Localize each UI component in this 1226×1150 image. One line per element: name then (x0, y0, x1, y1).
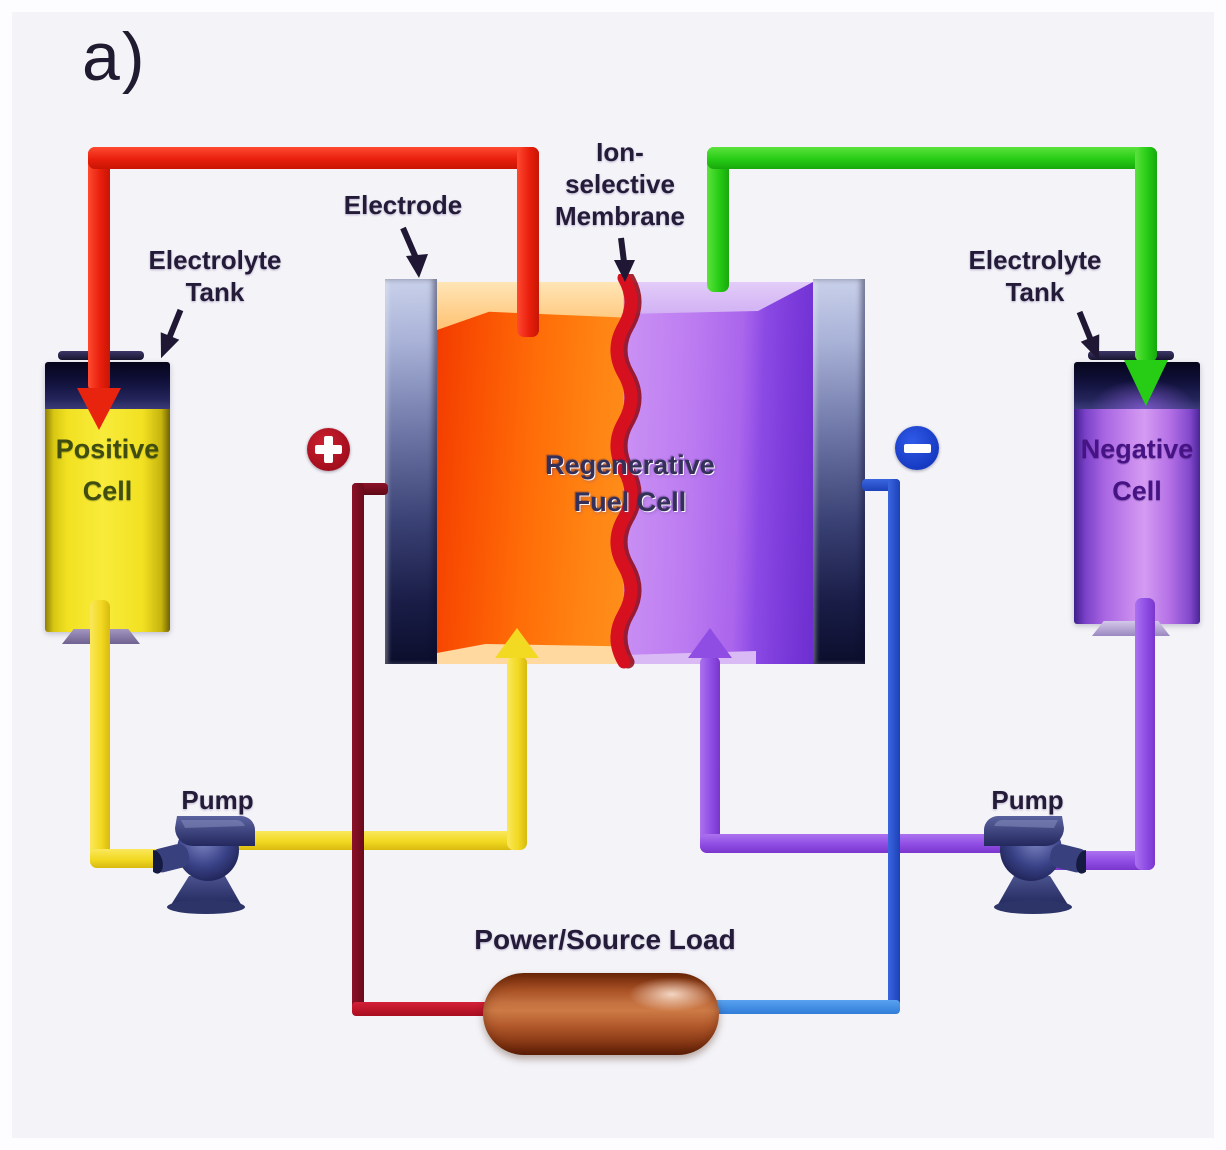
red-pipe-vertical-right (517, 147, 539, 337)
left-pump-icon (153, 816, 255, 914)
purple-pipe-tank-vertical (1135, 598, 1155, 870)
green-pipe-vertical-right (1135, 147, 1157, 362)
positive-cell-title: Positive Cell (55, 434, 160, 506)
positive-wire-vertical (352, 483, 364, 1013)
right-pump-icon (984, 816, 1086, 914)
negative-tank-bottom-flange (1092, 621, 1170, 636)
plus-icon (324, 436, 333, 463)
purple-pipe-horizontal-high (700, 834, 1050, 853)
power-source-load-label: Power/Source Load (474, 924, 736, 955)
electrolyte-tank-right-arrow (1076, 310, 1100, 361)
negative-electrolyte-tank: Negative Cell (1074, 362, 1200, 624)
ion-selective-membrane (610, 274, 642, 669)
power-source-load (483, 973, 719, 1055)
pump-left-label: Pump (181, 785, 254, 815)
ion-selective-membrane-label: Ion- selective Membrane (554, 137, 686, 231)
regenerative-fuel-cell-title: Regenerative Fuel Cell (545, 450, 715, 517)
positive-terminal-badge: + (307, 428, 350, 471)
negative-cell-title: Negative Cell (1080, 434, 1194, 506)
positive-wire-bottom (352, 1002, 492, 1016)
electrode-label: Electrode (343, 190, 463, 220)
minus-icon (903, 443, 931, 453)
yellow-pipe-cell-vertical (507, 656, 527, 850)
membrane-arrow (614, 237, 635, 282)
electrode-arrow (400, 226, 428, 278)
green-pipe-horizontal (707, 147, 1157, 169)
left-electrode (385, 279, 437, 664)
electrolyte-tank-right-label: Electrolyte Tank (968, 245, 1102, 307)
figure-label: a) (82, 19, 147, 95)
tank-body (45, 409, 170, 632)
electrolyte-tank-left-label: Electrolyte Tank (148, 245, 282, 307)
green-pipe-vertical-left (707, 147, 729, 292)
electrolyte-tank-left-arrow (160, 308, 184, 359)
negative-tank-top-flange (1088, 351, 1174, 360)
purple-pipe-cell-vertical (700, 656, 720, 853)
negative-wire-bottom (710, 1000, 900, 1014)
right-electrode (813, 279, 865, 664)
negative-half-cell (623, 282, 813, 664)
pump-right-label: Pump (991, 785, 1064, 815)
tank-body (1074, 409, 1200, 624)
red-pipe-vertical-left (88, 147, 110, 392)
negative-wire-vertical (888, 479, 900, 1011)
yellow-pipe-tank-vertical (90, 600, 110, 868)
positive-electrolyte-tank: Positive Cell (45, 362, 170, 632)
red-pipe-horizontal (88, 147, 539, 169)
negative-terminal-badge: − (895, 426, 939, 470)
